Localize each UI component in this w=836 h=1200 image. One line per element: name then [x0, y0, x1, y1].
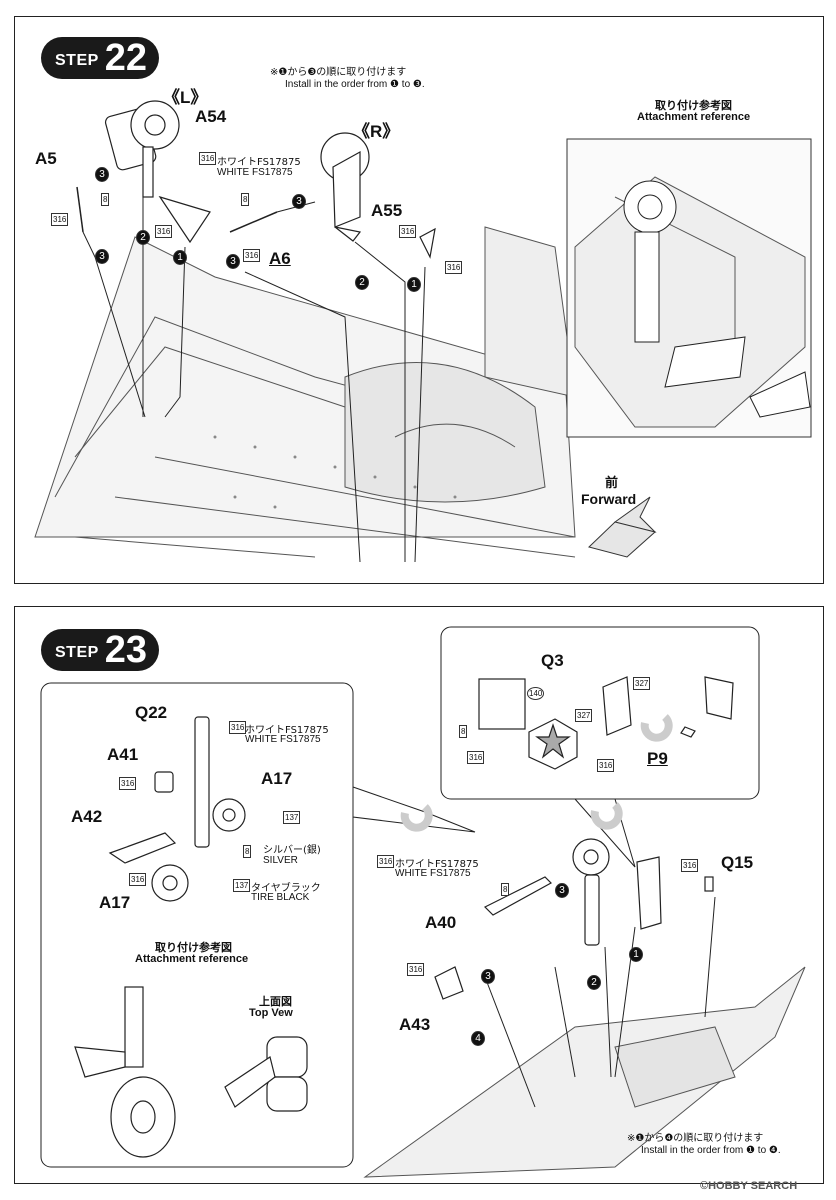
part-a41: A41	[107, 745, 139, 764]
sequence-1: 1	[629, 947, 643, 962]
tire-black-en: TIRE BLACK	[251, 892, 310, 903]
install-order-note-en: Install in the order from ❶ to ❸.	[285, 79, 425, 90]
install-order-note-en: Install in the order from ❶ to ❹.	[641, 1145, 781, 1156]
paint-code-327: 327	[633, 677, 651, 690]
part-p9: P9	[647, 749, 668, 768]
paint-white-en: WHITE FS17875	[395, 868, 471, 879]
paint-code-316: 316	[51, 213, 69, 226]
paint-code-8: 8	[241, 193, 250, 206]
top-view-en: Top Vew	[249, 1007, 293, 1019]
tire-black-jp: タイヤブラック	[251, 883, 321, 894]
part-a17: A17	[99, 893, 131, 912]
paint-code-316: 316	[243, 249, 261, 262]
sequence-2: 2	[587, 975, 601, 990]
part-a40: A40	[425, 913, 457, 932]
paint-code-8: 8	[101, 193, 110, 206]
paint-code-316: 316	[467, 751, 485, 764]
paint-code-316: 316	[399, 225, 417, 238]
sequence-3: 3	[95, 167, 109, 182]
sequence-3: 3	[555, 883, 569, 898]
paint-code-137: 137	[283, 811, 301, 824]
sequence-3: 3	[226, 254, 240, 269]
paint-code-316: 316	[199, 152, 217, 165]
silver-en: SILVER	[263, 855, 298, 866]
paint-code-8: 8	[459, 725, 468, 738]
attachment-ref-jp: 取り付け参考図	[155, 941, 232, 954]
sequence-2: 2	[136, 230, 150, 245]
top-view-jp: 上面図	[259, 995, 292, 1008]
part-a43: A43	[399, 1015, 431, 1034]
sequence-2: 2	[355, 275, 369, 290]
sequence-1: 1	[173, 250, 187, 265]
part-q3: Q3	[541, 651, 564, 670]
attachment-ref-en: Attachment reference	[135, 953, 249, 965]
step-23-panel: STEP 23 Q22 A41 A42 A17 A17 316 ホワイトFS17…	[14, 606, 824, 1184]
part-a6: A6	[269, 249, 291, 268]
step-22-illustration	[34, 100, 812, 563]
part-a42: A42	[71, 807, 103, 826]
part-q22: Q22	[135, 703, 168, 722]
paint-white-en: WHITE FS17875	[217, 167, 293, 178]
paint-white-en: WHITE FS17875	[245, 734, 321, 745]
sequence-3: 3	[95, 249, 109, 264]
paint-white-jp: ホワイトFS17875	[217, 157, 301, 168]
part-q15: Q15	[721, 853, 754, 872]
paint-code-327: 327	[575, 709, 593, 722]
paint-code-140: 140	[527, 687, 545, 700]
part-a5: A5	[35, 149, 57, 168]
paint-code-316: 316	[407, 963, 425, 976]
part-a17: A17	[261, 769, 293, 788]
part-a55: A55	[371, 201, 403, 220]
paint-code-316: 316	[377, 855, 395, 868]
paint-code-316: 316	[129, 873, 147, 886]
paint-white-jp: ホワイトFS17875	[245, 725, 329, 736]
step-number: 23	[104, 629, 148, 671]
paint-white-jp: ホワイトFS17875	[395, 859, 479, 870]
step-23-illustration	[40, 626, 806, 1178]
attachment-ref-en: Attachment reference	[637, 111, 751, 123]
step-label: STEP	[55, 644, 99, 661]
forward-en: Forward	[581, 491, 637, 507]
paint-code-316: 316	[155, 225, 173, 238]
attachment-ref-jp: 取り付け参考図	[655, 99, 732, 112]
silver-jp: シルバー(銀)	[263, 845, 321, 856]
install-order-note-jp: ※❶から❸の順に取り付けます	[270, 67, 407, 78]
paint-code-137: 137	[233, 879, 251, 892]
paint-code-316: 316	[229, 721, 247, 734]
sequence-3: 3	[481, 969, 495, 984]
sequence-4: 4	[471, 1031, 485, 1046]
install-order-note-jp: ※❶から❹の順に取り付けます	[627, 1133, 764, 1144]
sequence-3: 3	[292, 194, 306, 209]
step-23-badge: STEP 23	[41, 629, 160, 671]
watermark: ©HOBBY SEARCH	[700, 1180, 798, 1192]
paint-code-316: 316	[119, 777, 137, 790]
step-number: 22	[104, 37, 148, 79]
paint-code-316: 316	[597, 759, 615, 772]
step-label: STEP	[55, 52, 99, 69]
step-22-panel: STEP 22 ※❶から❸の順に取り付けます Install in the or…	[14, 16, 824, 584]
paint-code-316: 316	[681, 859, 699, 872]
right-gear-label: 《R》	[353, 122, 400, 141]
paint-code-8: 8	[243, 845, 252, 858]
paint-code-8: 8	[501, 883, 510, 896]
left-gear-label: 《L》	[163, 88, 208, 107]
forward-jp: 前	[605, 476, 619, 491]
sequence-1: 1	[407, 277, 421, 292]
step-22-badge: STEP 22	[41, 37, 160, 79]
part-a54: A54	[195, 107, 227, 126]
paint-code-316: 316	[445, 261, 463, 274]
